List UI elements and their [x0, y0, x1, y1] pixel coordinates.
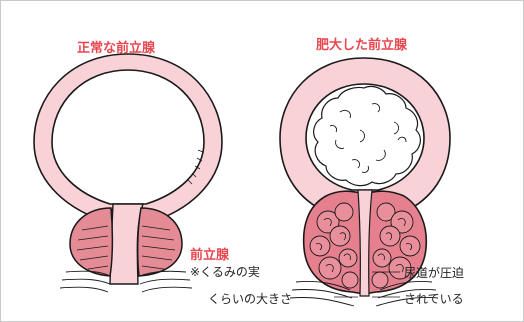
- urethra-compressed-note-line1: 尿道が圧迫: [404, 264, 464, 281]
- normal-prostate-title: 正常な前立腺: [77, 37, 155, 56]
- urethra-compressed-note-line2: されている: [404, 290, 464, 307]
- prostate-label: 前立腺: [190, 244, 229, 263]
- enlarged-bladder-lumen: [314, 86, 421, 185]
- walnut-size-note-line1: ※くるみの実: [190, 263, 260, 280]
- walnut-size-note-line2: くらいの大きさ: [208, 290, 292, 307]
- enlarged-prostate-title: 肥大した前立腺: [316, 34, 407, 53]
